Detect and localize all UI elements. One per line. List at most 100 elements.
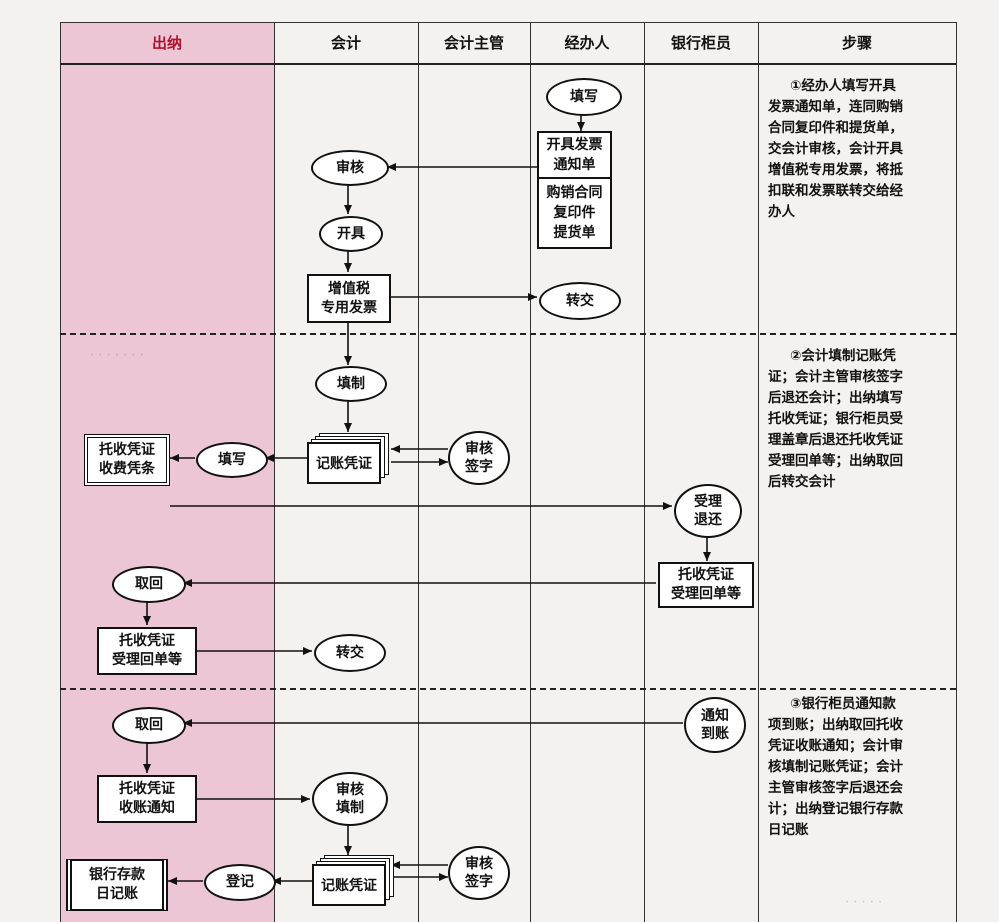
column-divider bbox=[274, 22, 275, 922]
step-line: 项到账；出纳取回托收 bbox=[768, 717, 903, 733]
step-line: 扣联和发票联转交给经 bbox=[768, 183, 903, 199]
node-audit: 审核 bbox=[311, 150, 389, 186]
node-label: 银行存款 bbox=[89, 867, 145, 884]
step-line: 核填制记账凭证；会计 bbox=[768, 759, 903, 775]
node-label: 托收凭证 bbox=[119, 781, 175, 798]
node-transfer-2: 转交 bbox=[314, 634, 386, 672]
node-label: 通知 bbox=[701, 707, 729, 724]
node-label: 审核 bbox=[336, 159, 364, 176]
column-divider bbox=[60, 22, 61, 922]
node-label: 收费凭条 bbox=[99, 461, 155, 477]
node-label: 受理 bbox=[694, 493, 722, 510]
step-line: 受理回单等；出纳取回 bbox=[768, 453, 903, 469]
table-top-border bbox=[60, 22, 956, 23]
step-line: 后转交会计 bbox=[768, 474, 836, 490]
node-label: 受理回单等 bbox=[112, 652, 182, 668]
stack-front: 记账凭证 bbox=[307, 442, 381, 484]
step-line: 计；出纳登记银行存款 bbox=[768, 801, 903, 817]
node-invoice-notice-and-contract: 开具发票 通知单 购销合同 复印件 提货单 bbox=[537, 131, 612, 249]
node-notify-arrival: 通知到账 bbox=[684, 697, 746, 753]
node-audit-sign-1: 审核签字 bbox=[448, 431, 510, 485]
step-line: 合同复印件和提货单， bbox=[768, 120, 903, 136]
step-line: 后退还会计；出纳填写 bbox=[768, 390, 903, 406]
node-label: 托收凭证 bbox=[119, 633, 175, 650]
node-label: 复印件 bbox=[553, 205, 596, 221]
node-label: 退还 bbox=[694, 512, 722, 528]
node-label: 托收凭证 bbox=[678, 567, 734, 584]
step-line: 日记账 bbox=[768, 822, 809, 838]
node-label: 记账凭证 bbox=[321, 878, 377, 894]
step-line: 证；会计主管审核签字 bbox=[768, 369, 903, 385]
column-divider bbox=[644, 22, 645, 922]
node-retrieve-1: 取回 bbox=[112, 566, 186, 603]
step-line: 主管审核签字后退还会 bbox=[768, 780, 903, 796]
node-fill-in: 填写 bbox=[546, 78, 622, 116]
node-label: 签字 bbox=[465, 459, 493, 475]
node-label: 日记账 bbox=[96, 886, 138, 902]
column-divider bbox=[418, 22, 419, 922]
node-label: 增值税 bbox=[328, 280, 370, 297]
step-line: 理盖章后退还托收凭证 bbox=[768, 432, 903, 448]
node-divider bbox=[539, 177, 610, 179]
node-label: 受理回单等 bbox=[671, 586, 741, 602]
node-label: 审核 bbox=[465, 855, 493, 872]
phase-divider-1 bbox=[60, 333, 956, 335]
node-register: 登记 bbox=[204, 864, 276, 901]
step-line: 凭证收账通知；会计审 bbox=[768, 738, 903, 754]
node-label: 填制 bbox=[336, 800, 364, 816]
column-divider bbox=[956, 22, 957, 922]
node-voucher-stack-2: 记账凭证 bbox=[312, 855, 396, 907]
step-line: 办人 bbox=[768, 204, 795, 220]
step-line: 发票通知单，连同购销 bbox=[768, 99, 903, 115]
step-line: 托收凭证；银行柜员受 bbox=[768, 411, 903, 427]
node-label: 开具发票 bbox=[546, 137, 603, 153]
phase-divider-2 bbox=[60, 688, 956, 690]
node-label: 审核 bbox=[336, 781, 364, 798]
header-cashier: 出纳 bbox=[151, 34, 182, 52]
node-label: 取回 bbox=[135, 576, 163, 593]
node-audit-fill: 审核填制 bbox=[312, 772, 388, 826]
step-line: 增值税专用发票，将抵 bbox=[768, 162, 903, 178]
node-label: 审核 bbox=[465, 440, 493, 457]
node-voucher-stack-1: 记账凭证 bbox=[307, 433, 391, 485]
column-divider bbox=[530, 22, 531, 922]
node-label: 通知单 bbox=[553, 157, 596, 173]
node-issue: 开具 bbox=[319, 216, 383, 252]
step-2-text: ②会计填制记账凭 证；会计主管审核签字 后退还会计；出纳填写 托收凭证；银行柜员… bbox=[768, 346, 953, 493]
step-line: 交会计审核，会计开具 bbox=[768, 141, 903, 157]
node-label: 转交 bbox=[566, 292, 594, 309]
node-label: 购销合同 bbox=[546, 185, 603, 201]
step-line: ③银行柜员通知款 bbox=[790, 696, 896, 712]
node-label: 登记 bbox=[226, 874, 254, 891]
node-vat-invoice: 增值税专用发票 bbox=[307, 274, 391, 323]
node-label: 转交 bbox=[336, 644, 364, 661]
node-label: 到账 bbox=[701, 726, 729, 742]
node-fill-in-2: 填写 bbox=[196, 442, 268, 478]
header-steps: 步骤 bbox=[841, 34, 872, 52]
node-label: 取回 bbox=[135, 717, 163, 734]
node-label: 开具 bbox=[337, 225, 365, 242]
step-1-text: ①经办人填写开具 发票通知单，连同购销 合同复印件和提货单， 交会计审核，会计开… bbox=[768, 76, 953, 223]
node-label: 托收凭证 bbox=[99, 442, 155, 459]
node-retrieve-2: 取回 bbox=[112, 707, 186, 744]
node-fill-voucher: 填制 bbox=[315, 366, 387, 402]
column-divider bbox=[758, 22, 759, 922]
header-chief-accountant: 会计主管 bbox=[443, 34, 504, 52]
step-line: ①经办人填写开具 bbox=[790, 78, 896, 94]
bleed-through-mark: · · · · · · · bbox=[90, 348, 144, 363]
node-label: 填写 bbox=[218, 451, 246, 468]
node-bank-deposit-journal: 银行存款日记账 bbox=[66, 859, 168, 911]
step-line: ②会计填制记账凭 bbox=[790, 348, 896, 364]
node-label: 填制 bbox=[337, 375, 365, 392]
node-label: 专用发票 bbox=[321, 299, 377, 316]
node-transfer-1: 转交 bbox=[539, 282, 621, 320]
node-label: 签字 bbox=[465, 874, 493, 890]
node-cashier-receipt: 托收凭证受理回单等 bbox=[97, 627, 197, 675]
stack-front: 记账凭证 bbox=[312, 864, 386, 906]
node-label: 提货单 bbox=[553, 225, 596, 241]
header-bank-teller: 银行柜员 bbox=[670, 34, 731, 52]
header-divider bbox=[60, 63, 956, 65]
node-label: 收账通知 bbox=[119, 800, 175, 816]
step-3-text: ③银行柜员通知款 项到账；出纳取回托收 凭证收账通知；会计审 核填制记账凭证；会… bbox=[768, 694, 953, 841]
